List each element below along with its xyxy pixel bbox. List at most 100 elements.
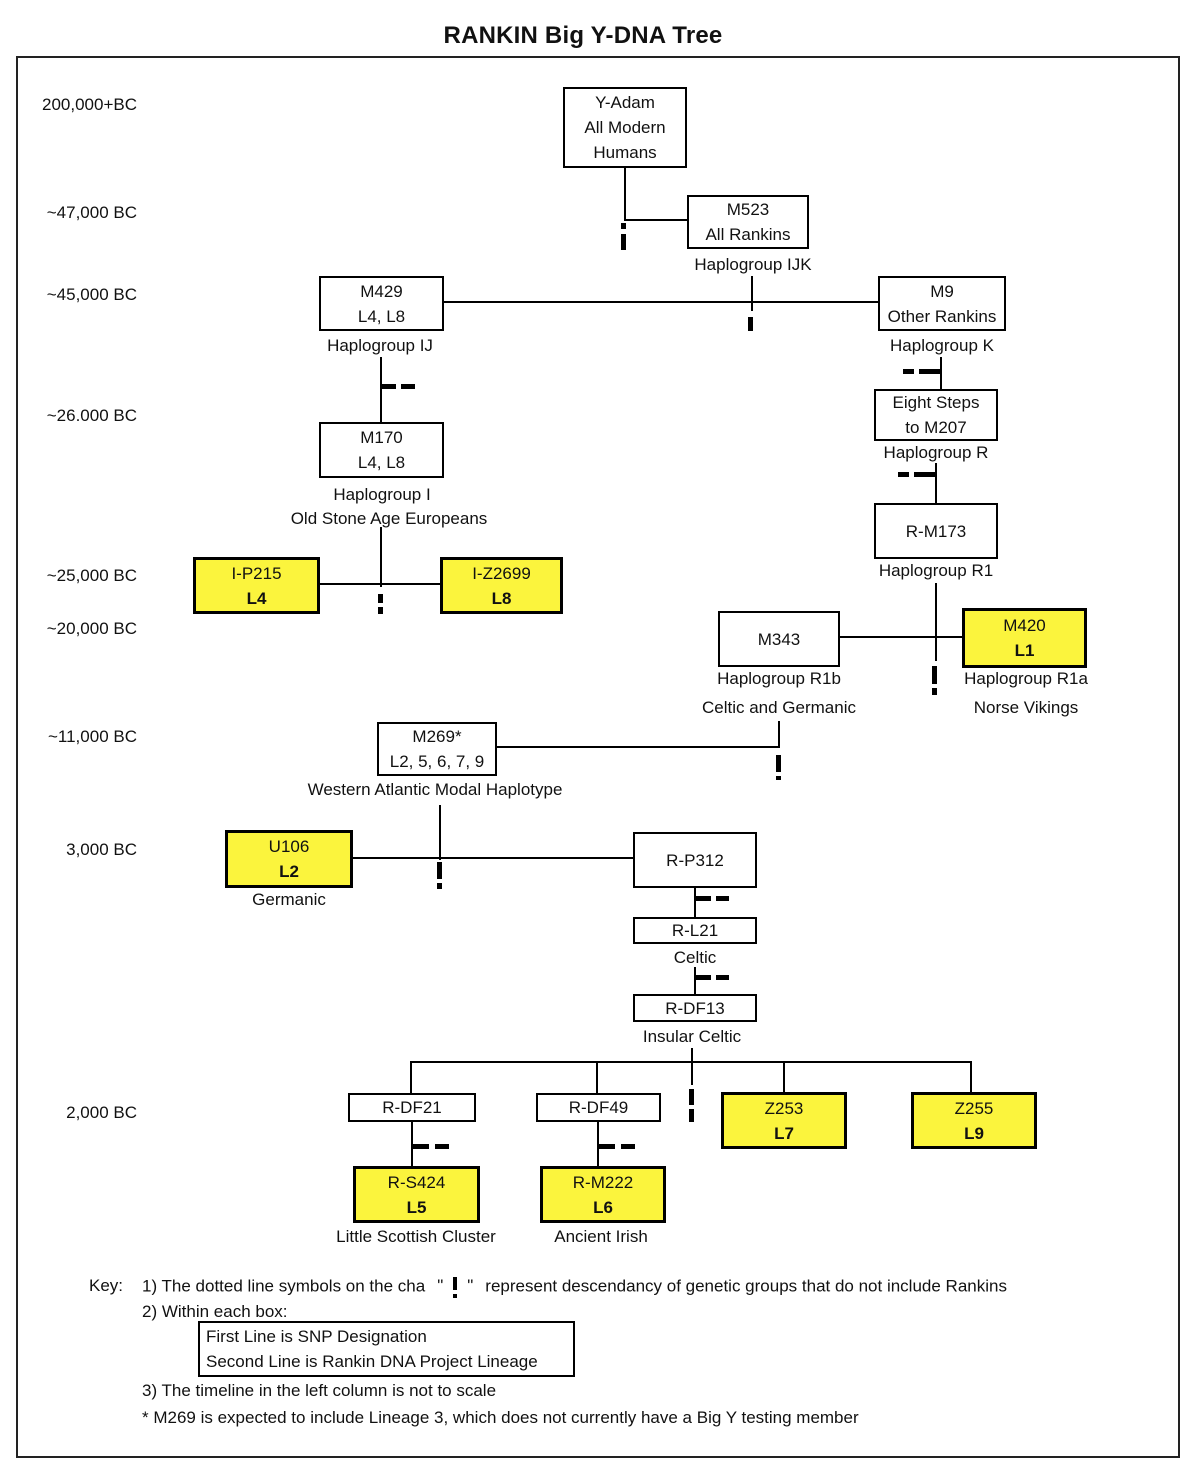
timeline-label: ~26.000 BC xyxy=(46,406,137,425)
key-item-1-text: represent descendancy of genetic groups … xyxy=(485,1276,1007,1296)
dashed-stub xyxy=(716,896,729,901)
dashed-stub xyxy=(437,883,442,889)
page-title: RANKIN Big Y-DNA Tree xyxy=(443,22,723,49)
dashed-stub xyxy=(716,975,729,980)
node-m170: M170 L4, L8 xyxy=(319,422,444,478)
node-m420: M420 L1 xyxy=(962,608,1087,668)
timeline-label: 2,000 BC xyxy=(66,1103,137,1122)
node-z255: Z255 L9 xyxy=(911,1092,1037,1149)
timeline-label: ~25,000 BC xyxy=(46,566,137,585)
node-label: Other Rankins xyxy=(887,306,997,326)
key-item-3: 3) The timeline in the left column is no… xyxy=(142,1381,497,1400)
dashed-stub xyxy=(914,472,936,477)
connector-line xyxy=(320,583,440,585)
node-m523: M523 All Rankins xyxy=(687,195,809,249)
node-m429: M429 L4, L8 xyxy=(319,276,444,331)
node-label: U106 xyxy=(268,837,310,856)
connector-line xyxy=(353,857,633,859)
node-r-m222: R-M222 L6 xyxy=(540,1166,666,1223)
node-label: M343 xyxy=(757,629,801,649)
connector-line xyxy=(935,463,937,503)
connector-line xyxy=(596,1061,598,1094)
node-label: to M207 xyxy=(905,418,967,437)
node-label: All Modern xyxy=(584,118,666,137)
dashed-stub xyxy=(932,666,937,684)
connector-line xyxy=(497,746,780,748)
node-label: I-P215 xyxy=(231,563,282,583)
dashed-stub xyxy=(378,607,383,614)
node-label: Eight Steps xyxy=(892,393,980,412)
connector-line xyxy=(935,583,937,661)
node-label: M420 xyxy=(1003,616,1046,635)
node-label: L4, L8 xyxy=(357,306,406,326)
key-box-line: First Line is SNP Designation xyxy=(206,1327,427,1346)
connector-line xyxy=(783,1061,785,1092)
dashed-stub xyxy=(919,369,941,374)
dashed-stub xyxy=(435,1144,449,1149)
caption-germanic: Germanic xyxy=(252,890,326,909)
dashed-stub xyxy=(932,688,937,695)
node-lineage-label: L8 xyxy=(491,588,512,608)
node-r-s424: R-S424 L5 xyxy=(353,1166,480,1223)
caption-haplogroup-r1a: Haplogroup R1a xyxy=(964,669,1088,688)
dashed-stub xyxy=(903,369,914,374)
quote-close: " xyxy=(467,1276,474,1296)
node-r-m173: R-M173 xyxy=(874,503,998,559)
dashed-stub xyxy=(380,384,396,389)
caption-insular-celtic: Insular Celtic xyxy=(642,1027,742,1046)
connector-line xyxy=(778,721,780,748)
node-lineage-label: L7 xyxy=(774,1123,794,1143)
connector-line xyxy=(380,357,382,422)
node-label: R-M173 xyxy=(905,521,967,541)
dashed-stub xyxy=(694,975,711,980)
connector-line xyxy=(380,527,382,587)
node-i-z2699: I-Z2699 L8 xyxy=(440,557,563,614)
node-label: R-DF21 xyxy=(382,1098,442,1117)
caption-celtic-germanic: Celtic and Germanic xyxy=(701,698,857,717)
caption-norse-vikings: Norse Vikings xyxy=(973,698,1079,717)
node-label: M9 xyxy=(930,281,954,301)
dashed-stub xyxy=(597,1144,615,1149)
key-item-1-text: 1) The dotted line symbols on the cha xyxy=(142,1276,426,1296)
dashed-stub xyxy=(776,755,781,772)
key-item-2: 2) Within each box: xyxy=(142,1302,288,1321)
key-box-line: Second Line is Rankin DNA Project Lineag… xyxy=(206,1352,538,1371)
dashed-stub xyxy=(689,1109,694,1122)
node-lineage-label: L9 xyxy=(964,1123,984,1143)
caption-western-atlantic: Western Atlantic Modal Haplotype xyxy=(307,780,563,799)
node-m9: M9 Other Rankins xyxy=(878,276,1006,331)
connector-line xyxy=(691,1061,693,1085)
quote-open: " xyxy=(437,1276,444,1296)
timeline-label: ~47,000 BC xyxy=(46,203,137,222)
node-label: M429 xyxy=(360,281,403,301)
node-label: L2, 5, 6, 7, 9 xyxy=(389,752,485,771)
dashed-line-symbol-icon xyxy=(453,1277,458,1298)
node-lineage-label: L4 xyxy=(246,588,267,608)
node-r-df21: R-DF21 xyxy=(348,1093,476,1122)
connector-line xyxy=(970,1061,972,1092)
connector-line xyxy=(439,805,441,860)
connector-line xyxy=(694,967,696,994)
node-label: L4, L8 xyxy=(357,453,406,472)
node-label: R-L21 xyxy=(671,921,719,940)
node-label: Z253 xyxy=(764,1098,804,1118)
dashed-stub xyxy=(378,594,383,603)
timeline-label: ~45,000 BC xyxy=(46,285,137,304)
key-item-1: 1) The dotted line symbols on the cha " " r… xyxy=(142,1276,1007,1298)
node-lineage-label: L1 xyxy=(1014,641,1035,660)
caption-haplogroup-ijk: Haplogroup IJK xyxy=(694,255,812,274)
node-label: R-DF13 xyxy=(665,998,725,1018)
node-label: Z255 xyxy=(954,1098,994,1118)
dashed-stub xyxy=(748,317,753,331)
node-y-adam: Y-Adam All Modern Humans xyxy=(563,87,687,168)
node-label: M269* xyxy=(412,727,462,746)
caption-haplogroup-ij: Haplogroup IJ xyxy=(327,336,433,355)
timeline-label: 200,000+BC xyxy=(42,95,137,114)
node-eight-steps: Eight Steps to M207 xyxy=(874,389,998,441)
dashed-stub xyxy=(437,862,442,879)
caption-haplogroup-i: Haplogroup I xyxy=(333,485,431,504)
node-label: R-M222 xyxy=(572,1172,634,1192)
key-explanation-box: First Line is SNP Designation Second Lin… xyxy=(198,1321,575,1377)
key-label: Key: xyxy=(89,1276,124,1295)
